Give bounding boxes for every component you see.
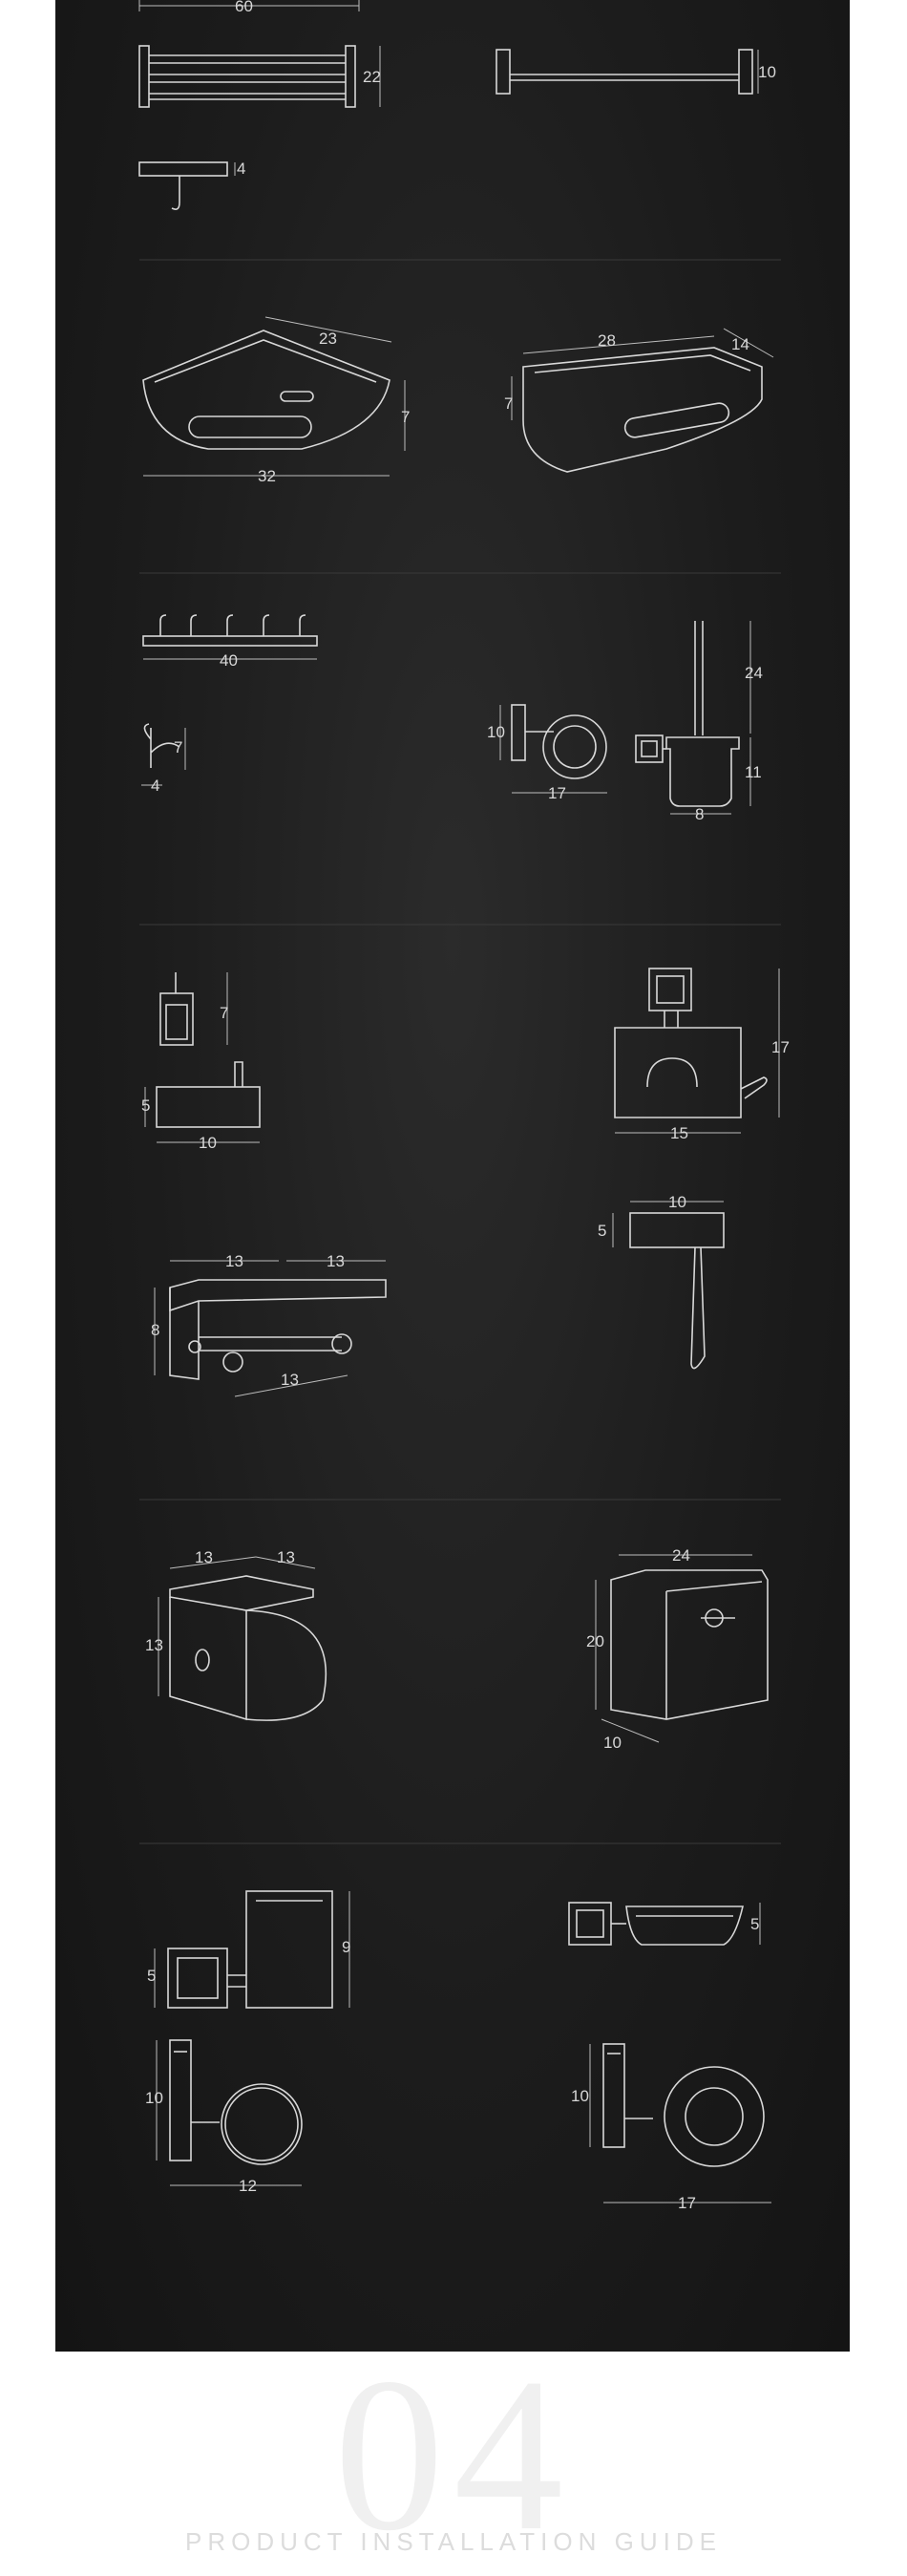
single-hook-depth-label: 5	[141, 1096, 150, 1115]
phone-shelf-top-b-label: 13	[327, 1252, 345, 1270]
large-box-height-label: 20	[586, 1632, 604, 1650]
corner-basket-width-label: 32	[258, 467, 276, 485]
robe-hook-height-label: 7	[174, 738, 182, 756]
towel-shelf-height-label: 22	[363, 68, 381, 86]
toilet-brush-icon: 24 11 8	[635, 621, 763, 823]
phone-shelf-height-label: 8	[151, 1321, 159, 1339]
dimension-chalkboard: 60 22 10 4 23 7 32	[55, 0, 850, 2352]
hook-rail-width-label: 40	[220, 651, 238, 670]
robe-hook-icon: 7 4	[141, 723, 186, 795]
double-tumbler-icon: 10 17	[571, 2043, 771, 2212]
cup-holder-height-label: 9	[342, 1938, 350, 1956]
single-tumbler-icon: 10 12	[145, 2039, 303, 2195]
rect-basket-width-label: 28	[598, 331, 616, 350]
towel-shelf-width-label: 60	[235, 0, 253, 15]
single-tumbler-width-label: 12	[239, 2177, 257, 2195]
tumbler-width-label: 17	[548, 784, 566, 802]
wall-hook-width-label: 10	[668, 1193, 686, 1211]
tissue-box-top-b-label: 13	[277, 1548, 295, 1566]
large-box-depth-label: 10	[603, 1734, 622, 1752]
rect-basket-height-label: 7	[504, 394, 513, 413]
tumbler-icon: 10 17	[487, 704, 607, 802]
corner-basket-side-label: 23	[319, 330, 337, 348]
towel-bar-height-label: 10	[758, 63, 776, 81]
tissue-box-icon: 13 13 13	[145, 1548, 327, 1721]
corner-basket-depth-label: 7	[401, 408, 410, 426]
brush-top-label: 24	[745, 664, 763, 682]
rect-basket-icon: 28 14 7	[504, 328, 774, 473]
phone-shelf-top-a-label: 13	[225, 1252, 243, 1270]
tissue-box-height-label: 13	[145, 1636, 163, 1654]
single-hook-icon: 7 5 10	[141, 972, 261, 1152]
single-tumbler-height-label: 10	[145, 2089, 163, 2107]
rect-basket-depth-label: 14	[731, 335, 749, 353]
tissue-box-top-a-label: 13	[195, 1548, 213, 1566]
large-tissue-box-icon: 24 20 10	[586, 1546, 769, 1752]
towel-ring-depth-label: 4	[237, 160, 245, 178]
brush-holder-height-label: 11	[745, 763, 762, 781]
corner-basket-icon: 23 7 32	[142, 316, 410, 485]
wall-hook-icon: 10 5	[598, 1193, 725, 1370]
single-hook-height-label: 7	[220, 1004, 228, 1022]
towel-bar-icon: 10	[496, 49, 776, 95]
towel-shelf-icon: 60 22	[138, 0, 381, 108]
brush-holder-width-label: 8	[695, 805, 704, 823]
tumbler-height-label: 10	[487, 723, 505, 741]
soap-dish-height-label: 5	[750, 1915, 759, 1933]
single-hook-width-label: 10	[199, 1134, 217, 1152]
phone-shelf-icon: 13 13 8 13	[151, 1252, 387, 1397]
section-number: 04	[334, 2332, 573, 2576]
paper-holder-height-label: 17	[771, 1038, 790, 1056]
robe-hook-depth-label: 4	[151, 777, 159, 795]
large-box-width-label: 24	[672, 1546, 690, 1565]
double-tumbler-width-label: 17	[678, 2194, 696, 2212]
cup-holder-depth-label: 5	[147, 1967, 156, 1985]
wall-hook-depth-label: 5	[598, 1222, 606, 1240]
dimension-drawings: 60 22 10 4 23 7 32	[138, 0, 790, 2212]
towel-ring-icon: 4	[138, 160, 245, 210]
hook-rail-icon: 40	[142, 614, 318, 670]
soap-dish-icon: 5	[568, 1902, 761, 1946]
paper-holder-icon: 17 15	[614, 968, 790, 1142]
double-tumbler-height-label: 10	[571, 2087, 589, 2105]
paper-holder-width-label: 15	[670, 1124, 688, 1142]
phone-shelf-bar-label: 13	[281, 1371, 299, 1389]
cup-holder-icon: 9 5	[147, 1890, 350, 2009]
